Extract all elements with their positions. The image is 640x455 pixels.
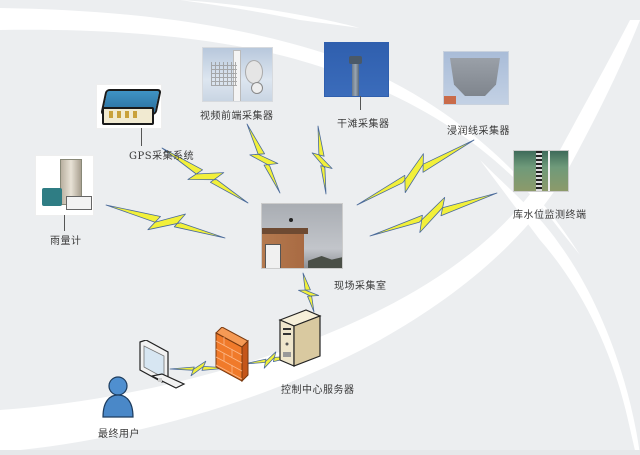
node-water-level-terminal[interactable]: 库水位监测终端 — [513, 150, 613, 225]
link-gps-field-station — [161, 147, 249, 204]
water-level-terminal-label: 库水位监测终端 — [513, 210, 587, 221]
node-end-user[interactable]: 最终用户 — [98, 375, 148, 445]
end-user-label: 最终用户 — [98, 429, 140, 440]
seepage-collector-box-icon — [443, 51, 509, 105]
node-firewall[interactable] — [214, 326, 254, 383]
gps-connector-line — [141, 128, 142, 146]
firewall-icon — [215, 326, 249, 383]
swoosh-top — [0, 8, 580, 255]
beach-sensor-pole-icon — [324, 42, 389, 97]
monitor-icon — [139, 339, 186, 389]
link-beach-field-station — [311, 125, 333, 195]
swoosh-top-upper — [180, 0, 360, 28]
user-icon — [102, 376, 134, 418]
rain-gauge-connector-line — [64, 215, 65, 231]
link-water-level-field-station — [369, 192, 498, 237]
beach-connector-line — [360, 96, 361, 110]
swoosh-bottom — [0, 20, 640, 452]
node-gps-system[interactable]: GPS采集系统 — [96, 84, 196, 164]
gps-receiver-icon — [96, 84, 162, 129]
gps-system-label: GPS采集系统 — [129, 151, 195, 162]
node-control-server[interactable]: 控制中心服务器 — [278, 308, 368, 396]
rain-gauge-icon — [35, 155, 94, 216]
water-level-gauge-icon — [513, 150, 569, 192]
seepage-collector-label: 浸润线采集器 — [447, 126, 510, 137]
link-seepage-field-station — [356, 139, 475, 206]
rain-gauge-label: 雨量计 — [50, 236, 82, 247]
field-station-label: 现场采集室 — [334, 281, 387, 292]
server-tower-icon — [278, 309, 322, 367]
link-rain-gauge-field-station — [105, 204, 226, 239]
beach-collector-label: 干滩采集器 — [337, 119, 390, 130]
node-seepage-collector[interactable]: 浸润线采集器 — [440, 51, 540, 137]
field-station-building-icon — [261, 203, 343, 269]
node-rain-gauge[interactable]: 雨量计 — [35, 155, 95, 247]
video-camera-antenna-icon — [202, 47, 273, 102]
link-firewall-monitor — [169, 360, 229, 377]
node-field-station[interactable]: 现场采集室 — [261, 203, 386, 293]
link-field-station-server — [298, 272, 320, 313]
node-monitor[interactable] — [138, 339, 188, 392]
link-video-field-station — [246, 123, 281, 194]
node-beach-collector[interactable]: 干滩采集器 — [324, 42, 394, 130]
video-collector-label: 视频前端采集器 — [200, 111, 274, 122]
node-video-collector[interactable]: 视频前端采集器 — [200, 47, 273, 122]
control-server-label: 控制中心服务器 — [281, 385, 355, 396]
